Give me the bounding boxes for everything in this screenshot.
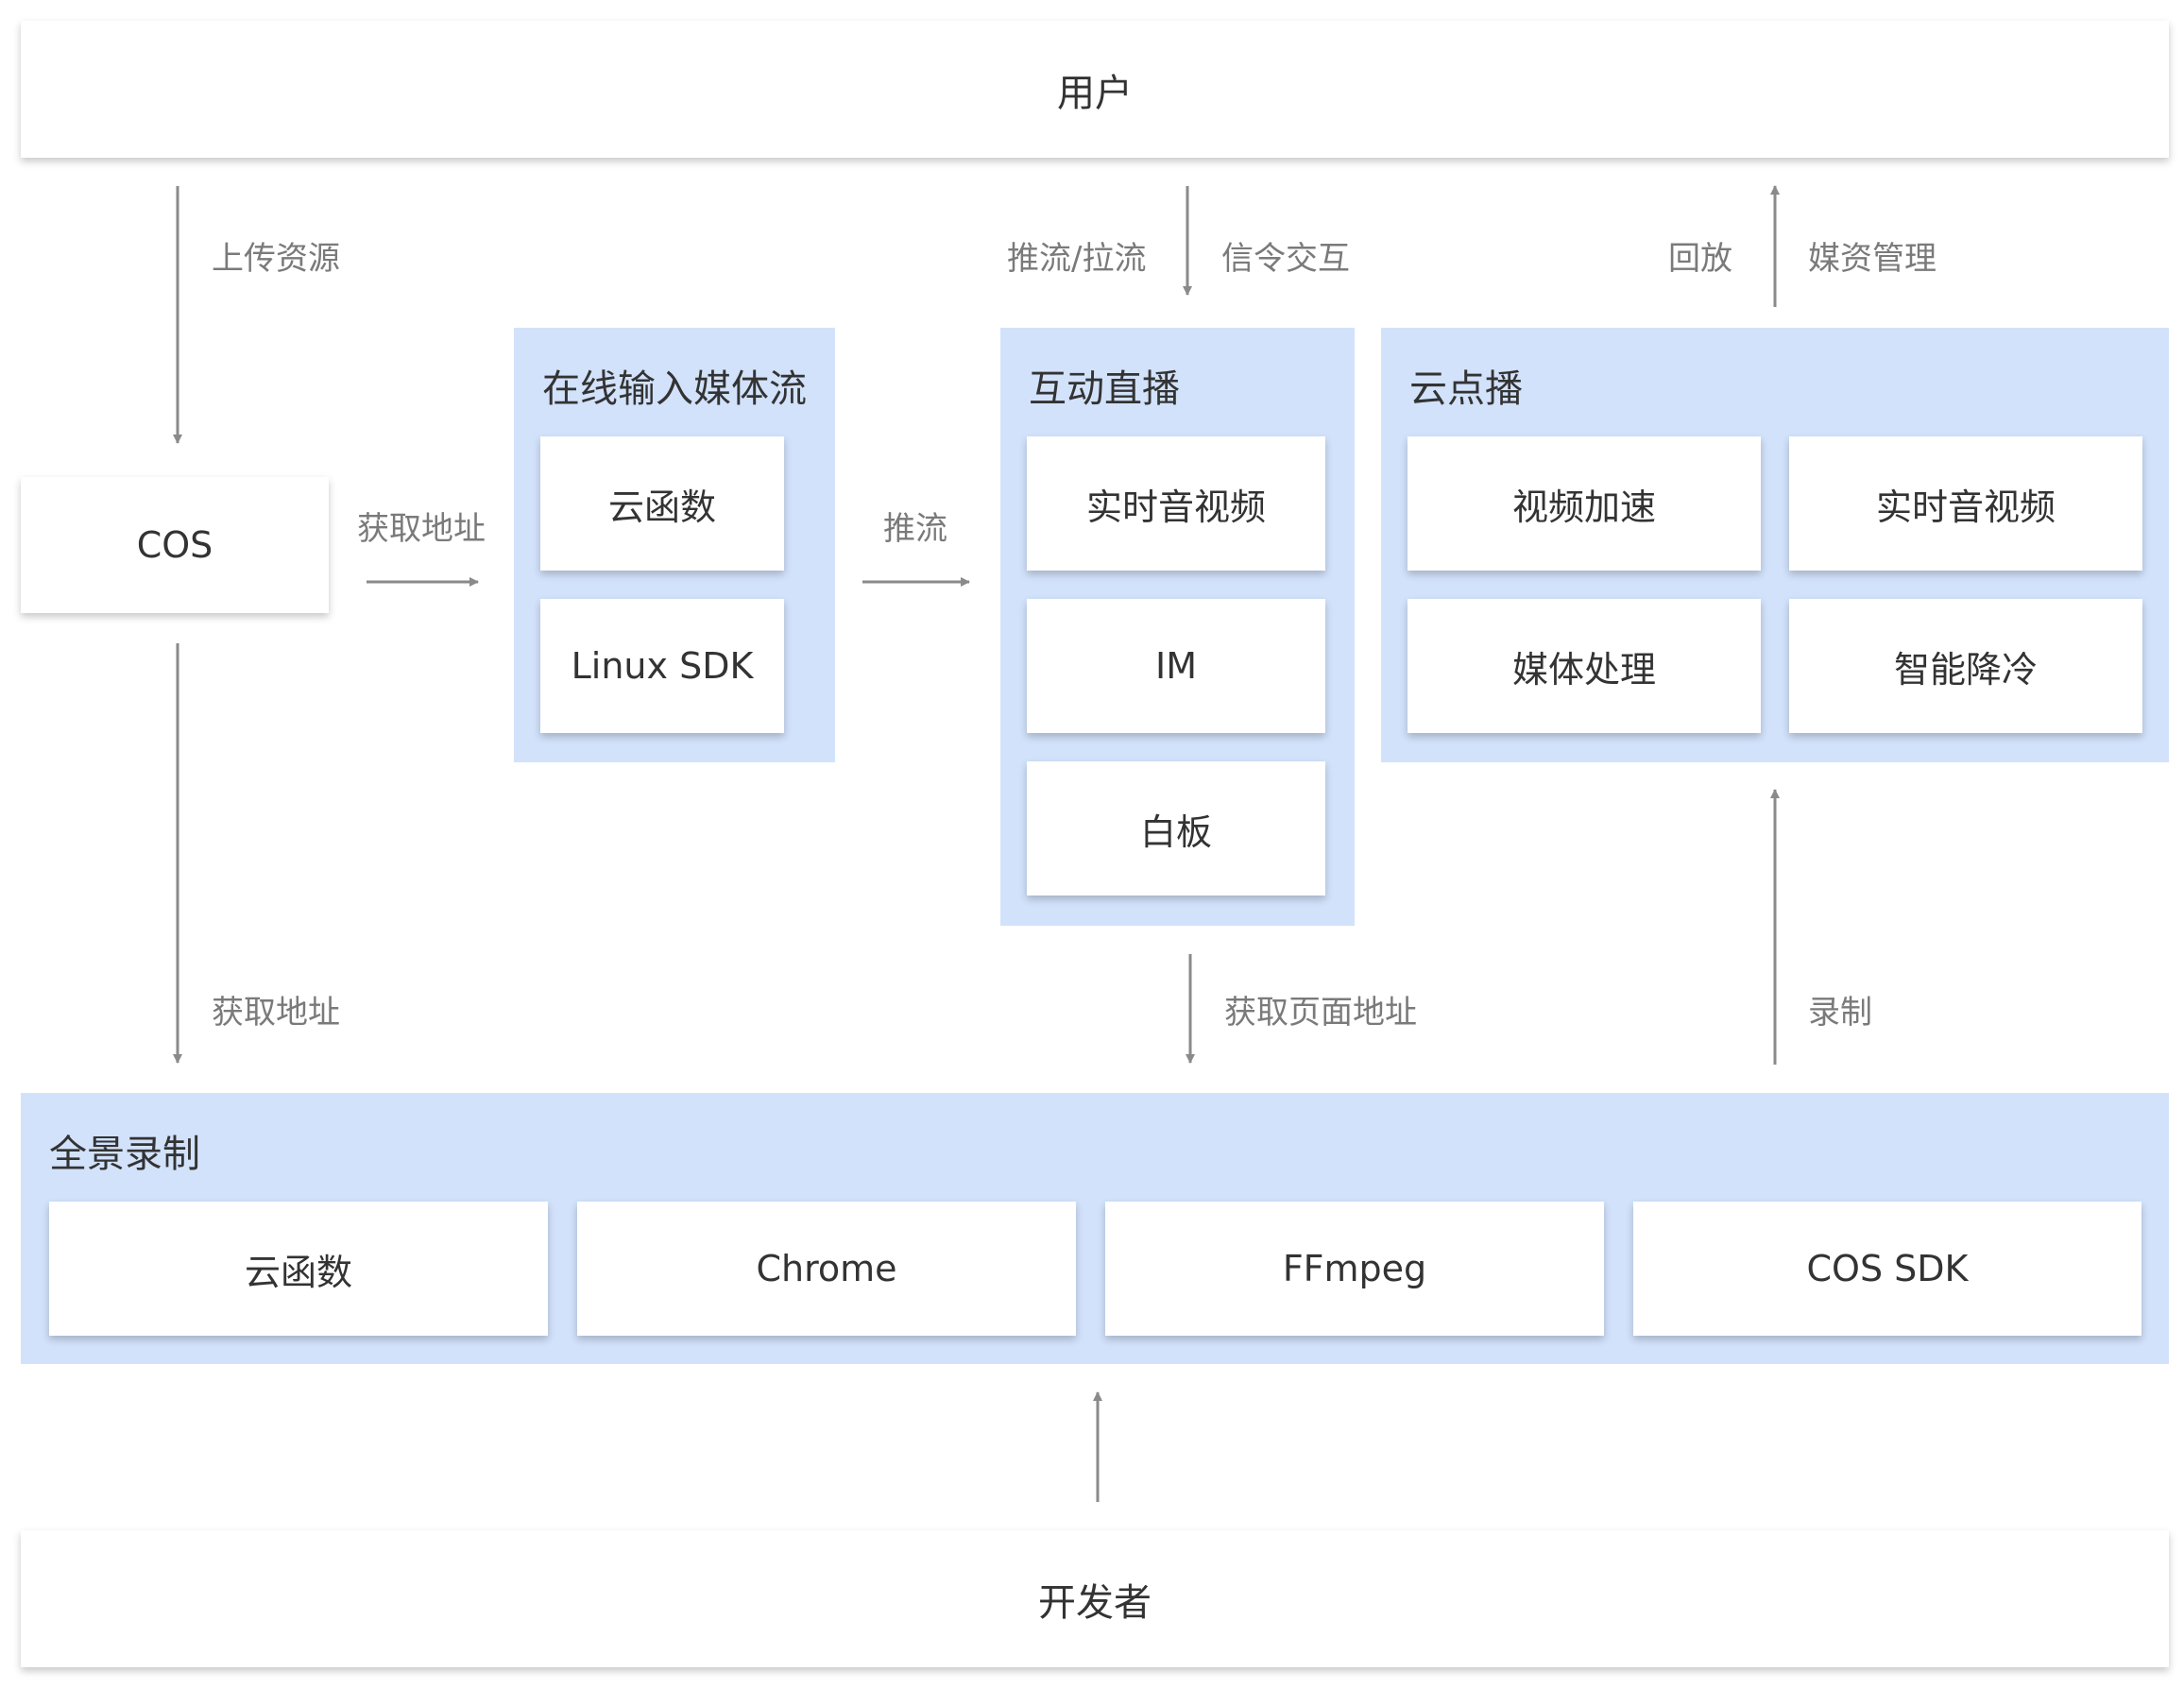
label-get-page-address: 获取页面地址 [1224,994,1417,1032]
online-input-title: 在线输入媒体流 [542,367,807,411]
vod-item-label: 媒体处理 [1511,648,1656,691]
online-input-item-label: 云函数 [607,486,716,528]
user-label: 用户 [1057,71,1133,115]
label-record: 录制 [1808,994,1872,1032]
interactive-live-item-label: IM [1155,645,1197,687]
interactive-live-item-whiteboard: 白板 [1027,761,1325,896]
panorama-item-label: Chrome [756,1248,897,1289]
vod-title: 云点播 [1409,367,1523,411]
vod-item-video-acceleration: 视频加速 [1408,436,1761,571]
vod-item-label: 智能降冷 [1893,648,2038,691]
interactive-live-item-label: 白板 [1139,810,1212,853]
label-push-pull-stream: 推流/拉流 [1007,240,1147,278]
panorama-item-label: 云函数 [244,1251,352,1293]
panorama-item-cos-sdk: COS SDK [1633,1202,2141,1336]
label-signaling: 信令交互 [1221,240,1350,278]
panorama-item-label: COS SDK [1806,1248,1969,1289]
interactive-live-item-im: IM [1027,599,1325,733]
cos-node: COS [21,477,329,613]
interactive-live-item-rtc: 实时音视频 [1027,436,1325,571]
online-input-item-linux-sdk: Linux SDK [540,599,784,733]
online-input-item-label: Linux SDK [571,645,754,687]
panorama-item-ffmpeg: FFmpeg [1105,1202,1604,1336]
panorama-item-label: FFmpeg [1282,1248,1427,1289]
cos-label: COS [136,524,213,566]
interactive-live-item-label: 实时音视频 [1085,486,1266,528]
label-push-stream: 推流 [883,510,947,548]
label-playback: 回放 [1668,240,1732,278]
label-upload-resources: 上传资源 [212,240,340,278]
panorama-recording-title: 全景录制 [49,1133,200,1176]
vod-item-label: 视频加速 [1511,486,1656,528]
vod-item-rtc: 实时音视频 [1789,436,2142,571]
developer-label: 开发者 [1038,1580,1152,1625]
online-input-item-cloud-function: 云函数 [540,436,784,571]
online-input-group: 在线输入媒体流 云函数 Linux SDK [514,328,835,762]
panorama-item-chrome: Chrome [577,1202,1076,1336]
panorama-item-cloud-function: 云函数 [49,1202,548,1336]
label-get-address-down: 获取地址 [212,994,340,1032]
user-node: 用户 [21,21,2169,158]
panorama-recording-group: 全景录制 云函数 Chrome FFmpeg COS SDK [21,1093,2169,1364]
interactive-live-title: 互动直播 [1029,367,1180,411]
vod-group: 云点播 视频加速 实时音视频 媒体处理 智能降冷 [1381,328,2169,762]
vod-item-media-processing: 媒体处理 [1408,599,1761,733]
vod-item-label: 实时音视频 [1875,486,2056,528]
developer-node: 开发者 [21,1530,2169,1667]
label-get-address-right: 获取地址 [357,510,486,548]
vod-item-smart-cooling: 智能降冷 [1789,599,2142,733]
interactive-live-group: 互动直播 实时音视频 IM 白板 [1000,328,1355,926]
label-media-management: 媒资管理 [1808,240,1937,278]
